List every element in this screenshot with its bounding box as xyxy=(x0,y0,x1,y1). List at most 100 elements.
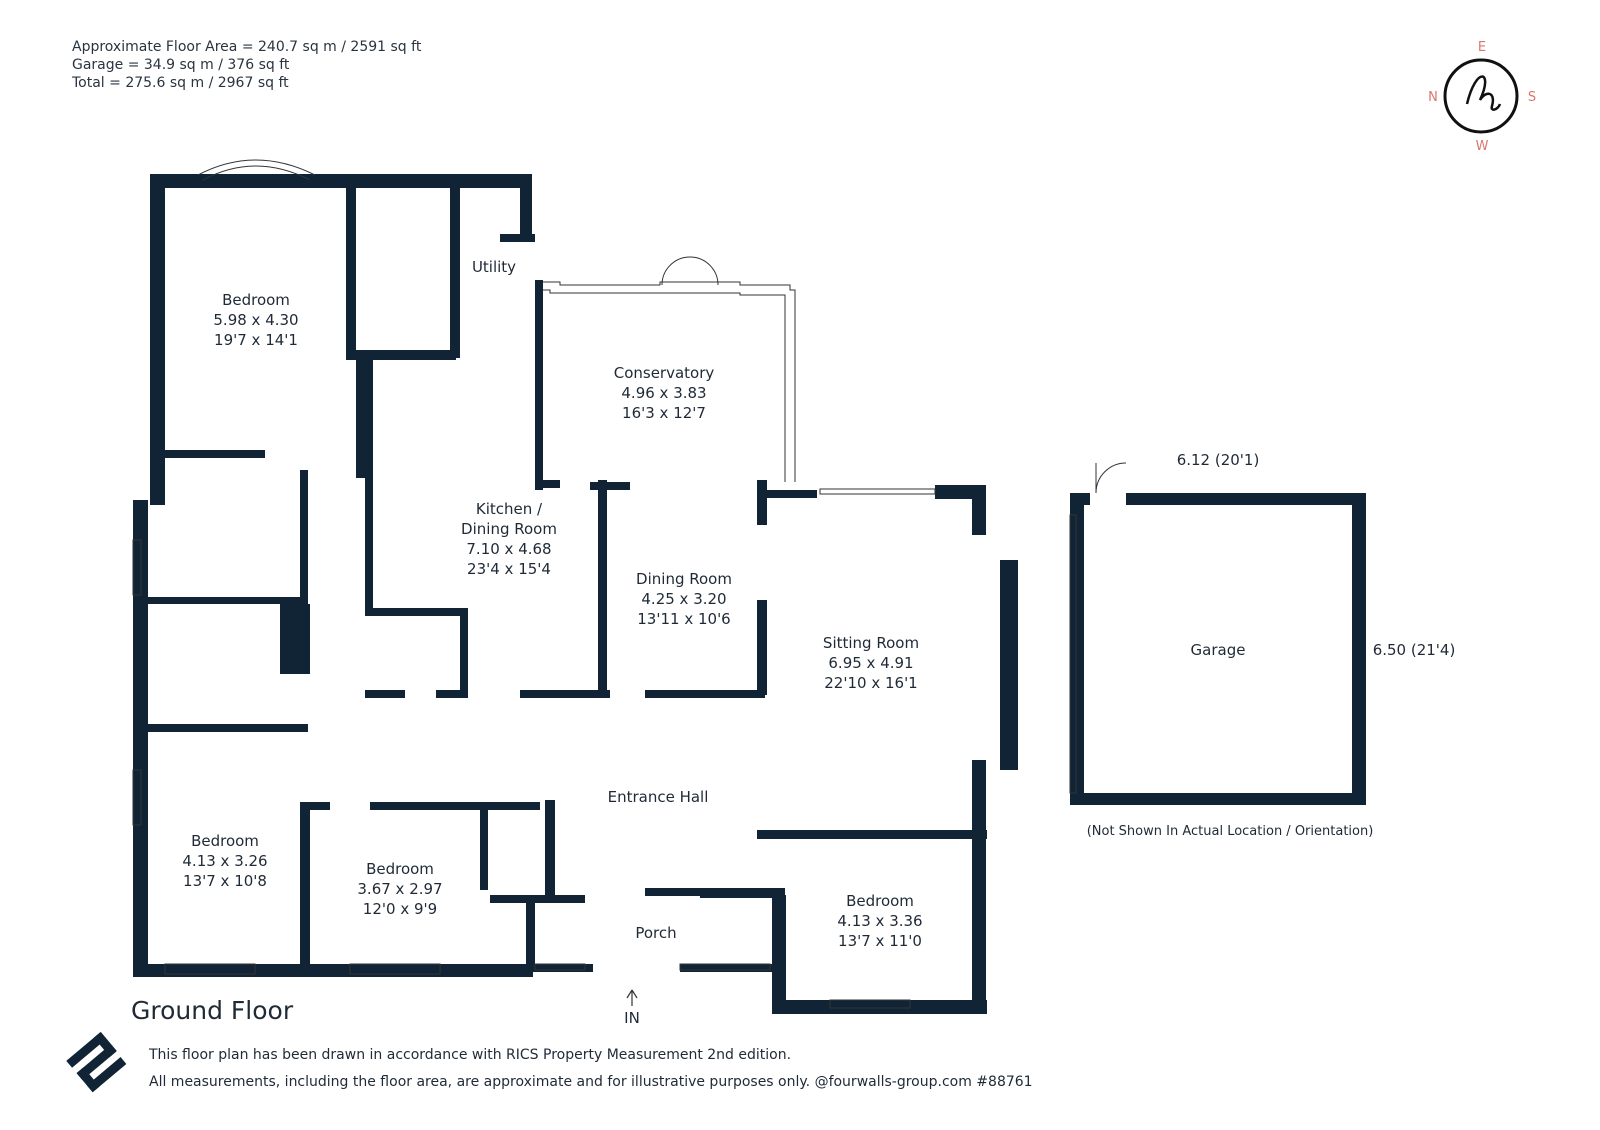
area-summary: Approximate Floor Area = 240.7 sq m / 25… xyxy=(72,38,421,92)
wall xyxy=(490,895,540,903)
wall xyxy=(300,802,310,972)
wall xyxy=(365,608,465,616)
compass-north: N xyxy=(1428,90,1438,105)
room-name: Sitting Room xyxy=(823,634,919,652)
wall xyxy=(1352,493,1366,803)
total-area-text: Total = 275.6 sq m / 2967 sq ft xyxy=(72,75,289,91)
room-imperial: 22'10 x 16'1 xyxy=(824,674,917,692)
wall xyxy=(300,470,308,600)
wall xyxy=(480,810,488,890)
wall xyxy=(540,480,560,488)
wall xyxy=(700,888,785,898)
garage-plan xyxy=(1069,462,1366,805)
wall xyxy=(450,188,460,358)
garage-width: 6.12 (20'1) xyxy=(1177,451,1260,469)
compass-west: W xyxy=(1476,139,1489,154)
room-name: Bedroom xyxy=(366,860,434,878)
room-metric: 4.25 x 3.20 xyxy=(641,590,726,608)
wall xyxy=(148,724,308,732)
room-metric: 3.67 x 2.97 xyxy=(357,880,442,898)
wall xyxy=(1070,493,1084,803)
wall xyxy=(1000,560,1018,770)
room-name: Bedroom xyxy=(191,832,259,850)
wall xyxy=(757,490,817,498)
wall xyxy=(757,600,767,695)
garage-door xyxy=(1069,514,1077,794)
compass-ring xyxy=(1443,58,1519,134)
wall xyxy=(280,604,310,674)
wall xyxy=(772,1000,987,1014)
wall xyxy=(148,597,308,604)
wall xyxy=(772,895,786,1010)
wall xyxy=(133,964,533,977)
room-metric: 5.98 x 4.30 xyxy=(213,311,298,329)
room-bedroom-1: Bedroom 5.98 x 4.30 19'7 x 14'1 xyxy=(213,291,298,349)
wall xyxy=(365,690,405,698)
room-imperial: 13'7 x 10'8 xyxy=(183,872,267,890)
wall xyxy=(346,350,456,360)
wall xyxy=(972,760,986,840)
wall xyxy=(165,450,265,458)
wall xyxy=(520,174,532,234)
wall xyxy=(645,690,765,698)
garage-side-door-icon xyxy=(1095,462,1127,494)
footer-note-2: All measurements, including the floor ar… xyxy=(149,1074,1033,1090)
wall xyxy=(150,174,520,188)
floor-title: Ground Floor xyxy=(131,996,294,1025)
room-metric: 4.13 x 3.36 xyxy=(837,912,922,930)
wall xyxy=(356,358,365,478)
room-name: Bedroom xyxy=(222,291,290,309)
wall xyxy=(133,500,148,974)
room-dining: Dining Room 4.25 x 3.20 13'11 x 10'6 xyxy=(636,570,732,628)
room-sitting: Sitting Room 6.95 x 4.91 22'10 x 16'1 xyxy=(823,634,919,692)
wall xyxy=(150,174,165,454)
room-metric: 4.96 x 3.83 xyxy=(621,384,706,402)
entry-arrow-icon xyxy=(626,989,638,1006)
wall xyxy=(346,188,356,358)
entry-label: IN xyxy=(624,1009,640,1027)
room-imperial: 23'4 x 15'4 xyxy=(467,560,551,578)
room-metric: 6.95 x 4.91 xyxy=(828,654,913,672)
garage-depth: 6.50 (21'4) xyxy=(1373,641,1456,659)
room-bedroom-3: Bedroom 3.67 x 2.97 12'0 x 9'9 xyxy=(357,860,442,918)
room-conservatory: Conservatory 4.96 x 3.83 16'3 x 12'7 xyxy=(614,364,715,422)
wall xyxy=(526,895,535,970)
wall xyxy=(757,830,987,839)
wall xyxy=(590,482,630,490)
room-bedroom-2: Bedroom 4.13 x 3.26 13'7 x 10'8 xyxy=(182,832,267,890)
footer-note-1: This floor plan has been drawn in accord… xyxy=(149,1047,792,1063)
room-porch: Porch xyxy=(635,924,676,942)
garage-name: Garage xyxy=(1191,641,1246,659)
windows xyxy=(132,539,911,1009)
wall xyxy=(1126,493,1366,505)
floor-area-text: Approximate Floor Area = 240.7 sq m / 25… xyxy=(72,39,422,55)
room-imperial: 13'11 x 10'6 xyxy=(637,610,730,628)
room-name-line1: Kitchen / xyxy=(476,500,543,518)
room-imperial: 16'3 x 12'7 xyxy=(622,404,706,422)
compass-logo-icon xyxy=(1465,75,1502,111)
room-metric: 4.13 x 3.26 xyxy=(182,852,267,870)
bay-window xyxy=(197,159,316,176)
room-kitchen: Kitchen / Dining Room 7.10 x 4.68 23'4 x… xyxy=(461,500,557,578)
bay-window-inner xyxy=(202,165,311,181)
room-bedroom-4: Bedroom 4.13 x 3.36 13'7 x 11'0 xyxy=(837,892,922,950)
garage-area-text: Garage = 34.9 sq m / 376 sq ft xyxy=(72,57,290,73)
wall xyxy=(150,450,165,505)
conservatory-glazing xyxy=(543,256,796,482)
room-metric: 7.10 x 4.68 xyxy=(466,540,551,558)
wall xyxy=(533,964,593,972)
wall xyxy=(1070,793,1366,805)
french-door-icon xyxy=(661,256,719,286)
wall xyxy=(972,485,986,535)
garage-note: (Not Shown In Actual Location / Orientat… xyxy=(1087,824,1374,839)
wall xyxy=(535,895,585,903)
wall xyxy=(500,234,535,242)
room-name: Bedroom xyxy=(846,892,914,910)
wall xyxy=(757,480,767,525)
sliding-door xyxy=(819,488,936,495)
wall xyxy=(436,690,466,698)
wall xyxy=(535,280,543,490)
wall xyxy=(972,840,986,1010)
room-entrance-hall: Entrance Hall xyxy=(608,788,709,806)
